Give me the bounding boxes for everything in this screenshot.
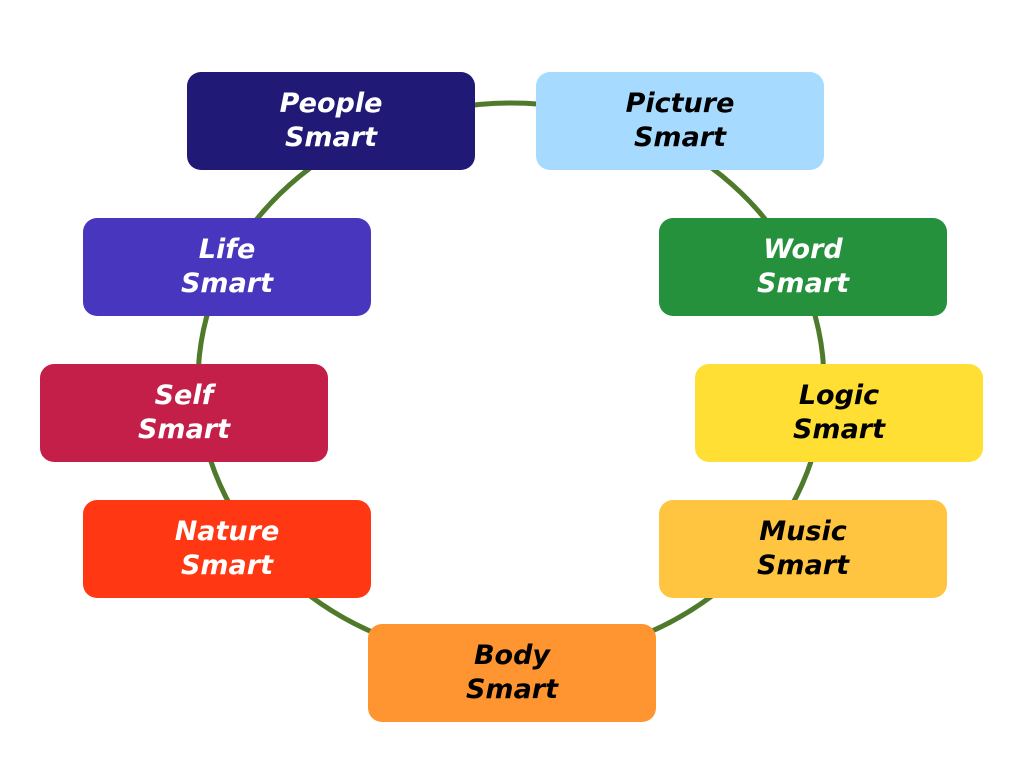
node-body-smart: Body Smart (368, 624, 656, 722)
node-nature-smart: Nature Smart (83, 500, 371, 598)
node-label: Picture Smart (625, 88, 735, 153)
node-label: Logic Smart (792, 380, 886, 445)
node-word-smart: Word Smart (659, 218, 947, 316)
node-label: Life Smart (180, 234, 274, 299)
node-label: Nature Smart (174, 516, 280, 581)
node-label: People Smart (279, 88, 383, 153)
node-music-smart: Music Smart (659, 500, 947, 598)
node-label: Self Smart (137, 380, 231, 445)
node-label: Word Smart (756, 234, 850, 299)
node-self-smart: Self Smart (40, 364, 328, 462)
node-label: Music Smart (756, 516, 850, 581)
node-label: Body Smart (465, 640, 559, 705)
node-life-smart: Life Smart (83, 218, 371, 316)
node-picture-smart: Picture Smart (536, 72, 824, 170)
node-people-smart: People Smart (187, 72, 475, 170)
node-logic-smart: Logic Smart (695, 364, 983, 462)
